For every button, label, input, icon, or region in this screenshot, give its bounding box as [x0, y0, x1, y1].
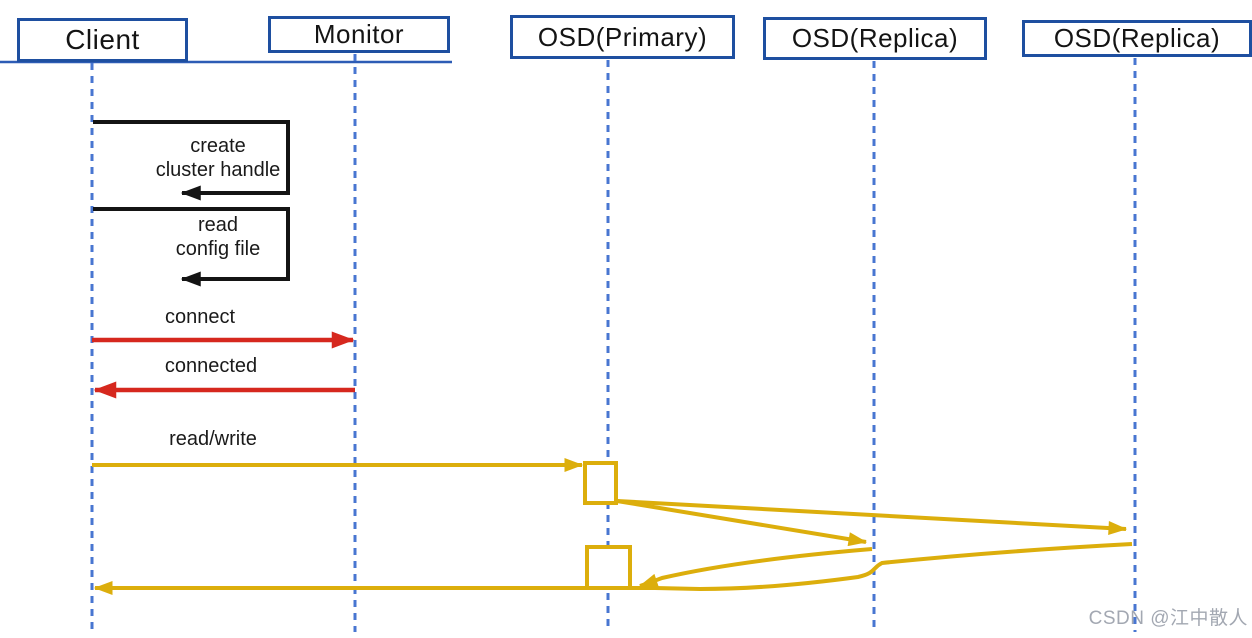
actor-box-client: Client: [17, 18, 188, 62]
actor-box-osd-primary: OSD(Primary): [510, 15, 735, 59]
activation-box-primary-2: [585, 545, 632, 590]
actor-label-osd-replica1: OSD(Replica): [791, 23, 959, 53]
actor-box-monitor: Monitor: [268, 16, 450, 53]
actor-box-osd-replica1: OSD(Replica): [763, 17, 987, 60]
label-connect: connect: [164, 306, 236, 328]
self-loop-read-config-file-arrow: [93, 207, 290, 287]
actor-label-osd-primary: OSD(Primary): [537, 21, 708, 52]
ack-from-replica1-curve: [638, 547, 873, 588]
replicate-to-replica2-arrow: [616, 499, 1128, 536]
label-create-line2: cluster handle: [155, 159, 281, 181]
csdn-watermark: CSDN @江中散人: [1088, 608, 1248, 629]
replicate-to-replica1-arrow: [616, 499, 868, 547]
actor-box-osd-replica2: OSD(Replica): [1022, 20, 1252, 57]
self-loop-create-cluster-handle-arrow: [93, 120, 290, 201]
label-create-line1: create: [190, 135, 246, 157]
actor-label-monitor: Monitor: [313, 19, 405, 49]
label-readconfig-line2: config file: [175, 238, 261, 260]
label-create-cluster-handle: create cluster handle: [128, 134, 308, 182]
ack-from-replica2-curve: [654, 542, 1133, 592]
actor-label-client: Client: [65, 24, 140, 55]
label-readconfig-line1: read: [197, 214, 239, 236]
activation-box-primary-1: [583, 461, 618, 505]
label-connected: connected: [164, 355, 258, 377]
label-read-write: read/write: [169, 428, 257, 450]
actor-label-osd-replica2: OSD(Replica): [1053, 23, 1221, 53]
label-read-config-file: read config file: [128, 213, 308, 261]
